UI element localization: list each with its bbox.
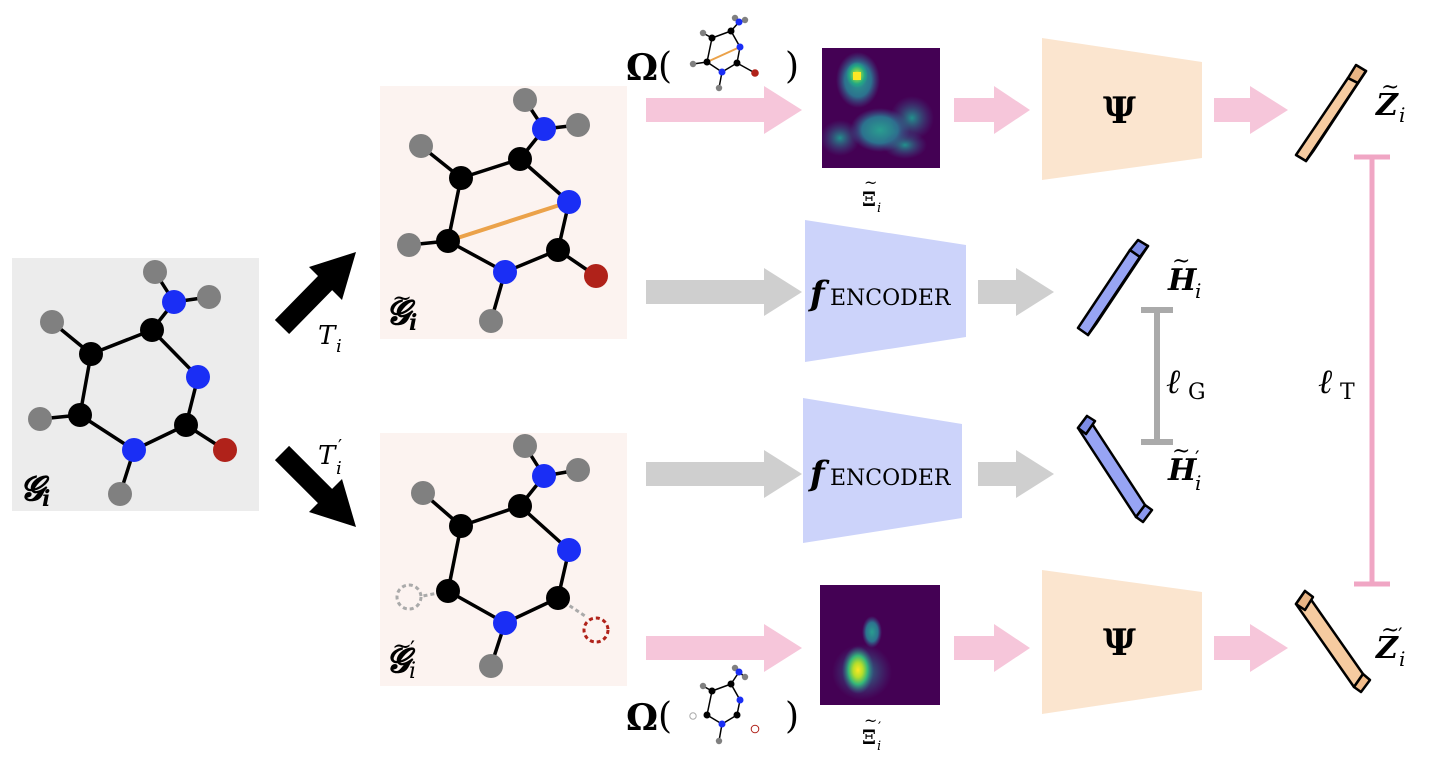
z-prime-tilde: ~ xyxy=(1381,618,1399,643)
loss-label-total: ℓ T xyxy=(1318,362,1355,405)
transform-t-symbol: T xyxy=(318,321,337,351)
xi-subscript-top: i xyxy=(877,201,881,216)
loss-label-graph: ℓ G xyxy=(1166,362,1206,405)
z-prime-prime: ′ xyxy=(1398,623,1403,647)
transform-t-prime-symbol: T xyxy=(318,441,337,471)
psi-module-bottom: Ψ xyxy=(1042,570,1202,714)
xi-subscript-bottom: i xyxy=(877,739,881,754)
label-augmented-graph-1: 𝓖 ~ i xyxy=(386,284,417,336)
gray-arrow-4 xyxy=(978,450,1054,498)
omega-paren-close-bottom: ) xyxy=(785,696,799,737)
omega-operator-bottom: Ω ( ) xyxy=(626,664,799,745)
psi-symbol-bottom: Ψ xyxy=(1103,622,1136,664)
augmented-graph-1-tilde: ~ xyxy=(392,284,412,312)
transform-t-prime-subscript: i xyxy=(336,458,342,479)
mini-molecule-top xyxy=(689,14,759,92)
z-prime-symbol: Z xyxy=(1375,631,1399,666)
xi-tilde-top: ~ xyxy=(864,173,877,192)
h-symbol: H xyxy=(1167,263,1198,298)
pink-arrow-top-3 xyxy=(1214,86,1288,134)
loss-bar-total xyxy=(1354,154,1390,587)
heatmap-top xyxy=(822,48,940,168)
molecule-augmented-2 xyxy=(395,434,610,678)
psi-symbol-top: Ψ xyxy=(1103,90,1136,132)
label-augmented-graph-2: 𝓖 ~ i ′ xyxy=(386,632,416,684)
omega-paren-close-top: ) xyxy=(785,46,799,87)
h-prime-prime: ′ xyxy=(1195,446,1200,470)
pink-arrow-top-2 xyxy=(954,86,1030,134)
embedding-h xyxy=(1076,238,1150,337)
omega-symbol-bottom: Ω xyxy=(626,697,658,739)
augmented-graph-2-prime: ′ xyxy=(410,638,415,663)
loss-t-symbol: ℓ xyxy=(1318,362,1332,402)
heatmap-bottom-label: Ξ ~ i ′ xyxy=(862,711,881,754)
z-tilde: ~ xyxy=(1381,75,1399,100)
gray-arrow-2 xyxy=(978,268,1054,316)
label-z: Z ~ i xyxy=(1375,75,1405,127)
embedding-z xyxy=(1294,63,1368,163)
label-h: H ~ i xyxy=(1167,249,1201,303)
pink-arrow-bottom-2 xyxy=(954,624,1030,672)
transform-arrow-t: T i xyxy=(274,252,356,357)
heatmap-bottom xyxy=(820,585,940,705)
molecule-original xyxy=(28,260,237,506)
h-prime-tilde: ~ xyxy=(1172,439,1190,464)
molecule-augmented-1 xyxy=(397,88,608,333)
h-prime-symbol: H xyxy=(1167,453,1198,488)
heatmap-top-label: Ξ ~ i xyxy=(862,173,881,216)
gray-arrow-3 xyxy=(646,450,802,498)
psi-module-top: Ψ xyxy=(1042,38,1202,180)
omega-paren-open-bottom: ( xyxy=(658,696,672,737)
transform-t-subscript: i xyxy=(336,336,342,357)
mini-molecule-bottom xyxy=(689,664,760,745)
xi-prime-bottom: ′ xyxy=(878,720,881,736)
augmented-graph-2-subscript: i xyxy=(409,659,416,684)
graph-subscript: i xyxy=(42,486,50,512)
h-subscript: i xyxy=(1195,279,1201,303)
z-subscript: i xyxy=(1399,103,1405,127)
gray-arrow-1 xyxy=(646,268,802,316)
pink-arrow-top-1 xyxy=(646,86,802,134)
omega-operator-top: Ω ( ) xyxy=(626,14,799,92)
pink-arrow-bottom-3 xyxy=(1214,624,1288,672)
h-tilde: ~ xyxy=(1172,249,1190,274)
encoder-top-subscript: ENCODER xyxy=(830,286,952,311)
loss-bar-graph xyxy=(1141,307,1173,445)
xi-symbol-top: Ξ xyxy=(862,187,876,211)
encoder-bottom-subscript: ENCODER xyxy=(830,466,952,491)
label-h-prime: H ~ i ′ xyxy=(1167,439,1201,495)
embedding-h-prime xyxy=(1076,414,1154,524)
transform-arrow-t-prime: T i ′ xyxy=(274,436,356,527)
transform-t-prime-prime: ′ xyxy=(338,436,342,457)
z-symbol: Z xyxy=(1375,88,1399,123)
z-prime-subscript: i xyxy=(1399,647,1405,671)
h-prime-subscript: i xyxy=(1195,471,1201,495)
loss-g-symbol: ℓ xyxy=(1166,362,1180,402)
augmented-graph-2-tilde: ~ xyxy=(392,632,412,660)
label-z-prime: Z ~ i ′ xyxy=(1375,618,1405,671)
augmented-graph-1-subscript: i xyxy=(409,310,417,336)
panel-original-graph xyxy=(12,258,259,511)
omega-symbol-top: Ω xyxy=(626,47,658,89)
encoder-top-f: f xyxy=(808,274,830,314)
encoder-bottom: f ENCODER xyxy=(803,398,962,543)
encoder-top: f ENCODER xyxy=(805,220,966,362)
loss-t-subscript: T xyxy=(1340,380,1355,405)
encoder-bottom-f: f xyxy=(808,454,830,494)
xi-symbol-bottom: Ξ xyxy=(862,725,876,749)
embedding-z-prime xyxy=(1294,589,1372,694)
pink-arrow-bottom-1 xyxy=(646,624,802,672)
omega-paren-open-top: ( xyxy=(658,46,672,87)
loss-g-subscript: G xyxy=(1188,380,1206,405)
xi-tilde-bottom: ~ xyxy=(864,711,877,730)
